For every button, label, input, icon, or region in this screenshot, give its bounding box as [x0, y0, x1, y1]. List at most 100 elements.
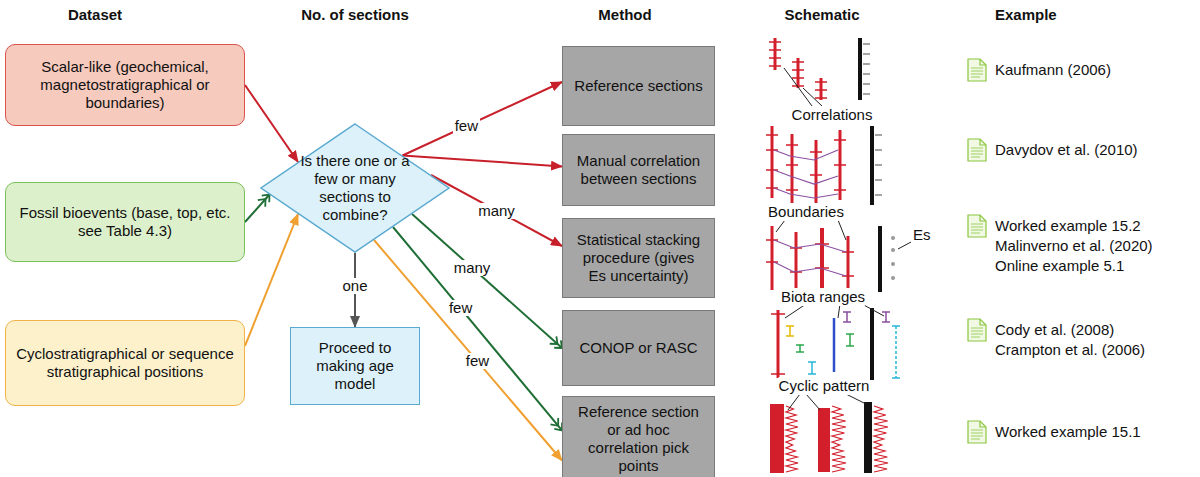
schematic-stroke — [784, 68, 822, 106]
schematic-stroke — [892, 326, 900, 378]
schematic-stroke — [882, 312, 890, 322]
column-header: Example — [995, 6, 1057, 24]
dataset-box: Cyclostratigraphical or sequence stratig… — [5, 320, 245, 406]
schematic-stroke — [771, 226, 774, 290]
node-text: Reference sections — [574, 77, 702, 95]
schematic-correlations — [769, 38, 870, 106]
schematic-biota — [771, 304, 900, 380]
schematic-stroke — [891, 276, 895, 280]
node-text: Statistical stacking procedure (gives Es… — [573, 231, 704, 285]
connector-arrow — [245, 195, 270, 223]
schematic-stroke — [815, 140, 818, 205]
example-reference: Crampton et al. (2006) — [995, 341, 1145, 359]
method-box: Reference sections — [562, 46, 715, 126]
schematic-label: Boundaries — [768, 203, 844, 221]
example-reference: Kaufmann (2006) — [995, 61, 1111, 79]
edge-label: few — [447, 300, 474, 316]
schematic-stroke — [875, 135, 882, 195]
node-text: Scalar-like (geochemical, magnetostratig… — [16, 58, 234, 112]
cyclic-wiggle — [832, 406, 846, 472]
schematic-stroke — [891, 248, 895, 252]
schematic-stroke — [980, 139, 986, 145]
schematic-stroke — [774, 150, 838, 198]
example-reference: Davydov et al. (2010) — [995, 141, 1138, 159]
method-box: Manual correlation between sections — [562, 134, 715, 206]
connector-arrow — [403, 156, 563, 167]
schematic-stroke — [786, 326, 794, 336]
schematic-stroke — [820, 228, 824, 292]
schematic-stroke — [818, 408, 830, 472]
schematic-stroke — [968, 59, 986, 443]
schematic-stroke — [815, 82, 827, 98]
schematic-stroke — [788, 394, 866, 410]
example-reference: Worked example 15.2 — [995, 217, 1141, 235]
result-box: Proceed to making age model — [290, 327, 420, 405]
schematic-cyclic — [770, 394, 888, 473]
edge-label: few — [464, 353, 491, 369]
edge-label: one — [340, 278, 369, 294]
schematic-stroke — [774, 38, 777, 70]
method-box: Statistical stacking procedure (gives Es… — [562, 218, 715, 298]
schematic-stroke — [895, 326, 897, 378]
schematic-stroke — [771, 314, 785, 374]
schematic-stroke — [870, 308, 874, 380]
schematic-label: Cyclic pattern — [779, 377, 870, 395]
schematic-stroke — [968, 421, 986, 443]
document-icon — [968, 59, 986, 81]
schematic-stroke — [770, 404, 784, 473]
schematic-stroke — [766, 240, 854, 276]
schematic-stroke — [980, 215, 986, 221]
schematic-stroke — [980, 319, 986, 325]
document-icon — [968, 421, 986, 443]
schematic-stroke — [891, 236, 895, 240]
column-header: No. of sections — [301, 6, 409, 24]
schematic-stroke — [870, 126, 874, 205]
schematic-stroke — [878, 226, 882, 292]
node-text: Proceed to making age model — [301, 339, 409, 393]
schematic-stroke — [785, 304, 884, 318]
connector-arrow — [403, 82, 563, 156]
edge-label: many — [476, 203, 517, 219]
schematic-stroke — [971, 148, 983, 157]
schematic-stroke — [971, 224, 983, 233]
schematic-stroke — [891, 236, 895, 280]
connector-arrow — [431, 175, 562, 246]
example-icons — [968, 59, 986, 443]
schematic-stroke — [796, 345, 804, 352]
node-text: Manual correlation between sections — [573, 152, 704, 188]
node-text: Is there one or a few or many sections t… — [291, 152, 419, 224]
edge-label: few — [453, 118, 480, 134]
schematic-stroke — [971, 430, 983, 439]
cyclic-wiggle — [786, 406, 798, 472]
schematic-stroke — [968, 319, 986, 341]
node-text: CONOP or RASC — [579, 339, 697, 357]
schematic-label: Biota ranges — [781, 288, 865, 306]
diamond-shape — [261, 124, 449, 252]
document-icon — [968, 319, 986, 341]
schematic-stroke — [971, 328, 983, 337]
schematic-stroke — [891, 262, 895, 266]
schematic-stroke — [776, 220, 846, 240]
connector-arrow — [245, 85, 298, 162]
schematic-stacking — [766, 220, 911, 292]
schematic-stroke — [864, 402, 872, 473]
schematic-stroke — [777, 310, 780, 378]
schematic-stroke — [971, 68, 983, 77]
decision-diamond: Is there one or a few or many sections t… — [260, 123, 450, 253]
example-reference: Cody et al. (2008) — [995, 321, 1114, 339]
schematic-stroke — [795, 232, 798, 292]
node-text: Reference section or ad hoc correlation … — [573, 403, 704, 475]
schematic-stroke — [771, 126, 774, 198]
column-header: Schematic — [784, 6, 859, 24]
method-box: CONOP or RASC — [562, 310, 715, 386]
schematic-stroke — [968, 215, 986, 237]
schematic-boundaries — [766, 126, 882, 205]
method-box: Reference section or ad hoc correlation … — [562, 396, 715, 477]
column-header: Dataset — [68, 6, 122, 24]
schematic-stroke — [980, 59, 986, 65]
schematic-stroke — [858, 38, 862, 100]
schematic-stroke — [774, 240, 846, 276]
schematic-stroke — [898, 242, 911, 249]
document-icon — [968, 139, 986, 161]
